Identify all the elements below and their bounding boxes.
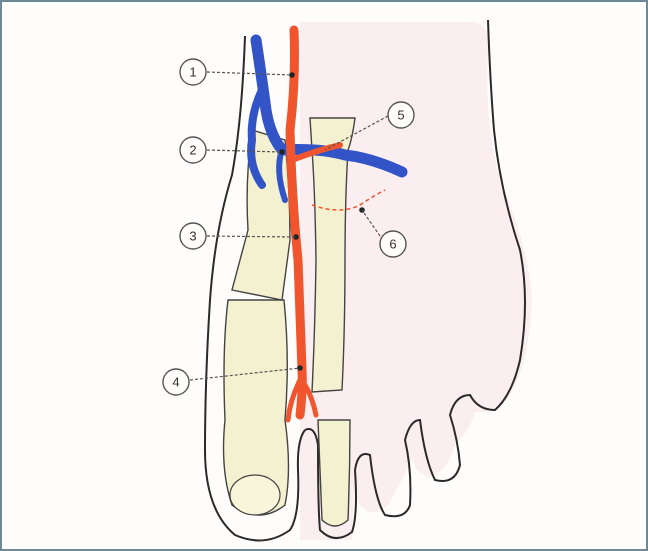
callout-5-label: 5 [397,108,404,123]
callout-6-label: 6 [389,237,396,252]
leader-1 [207,72,292,75]
hallux-distal-phalanx [230,475,280,515]
callout-4: 4 [163,369,189,395]
callout-2: 2 [180,137,206,163]
callout-4-label: 4 [172,375,179,390]
callout-5: 5 [388,102,414,128]
callout-1-label: 1 [189,65,196,80]
callout-3-label: 3 [189,229,196,244]
callout-1: 1 [180,59,206,85]
callout-2-label: 2 [189,143,196,158]
callout-6: 6 [380,231,406,257]
second-phalanx [318,420,350,526]
callout-3: 3 [180,223,206,249]
